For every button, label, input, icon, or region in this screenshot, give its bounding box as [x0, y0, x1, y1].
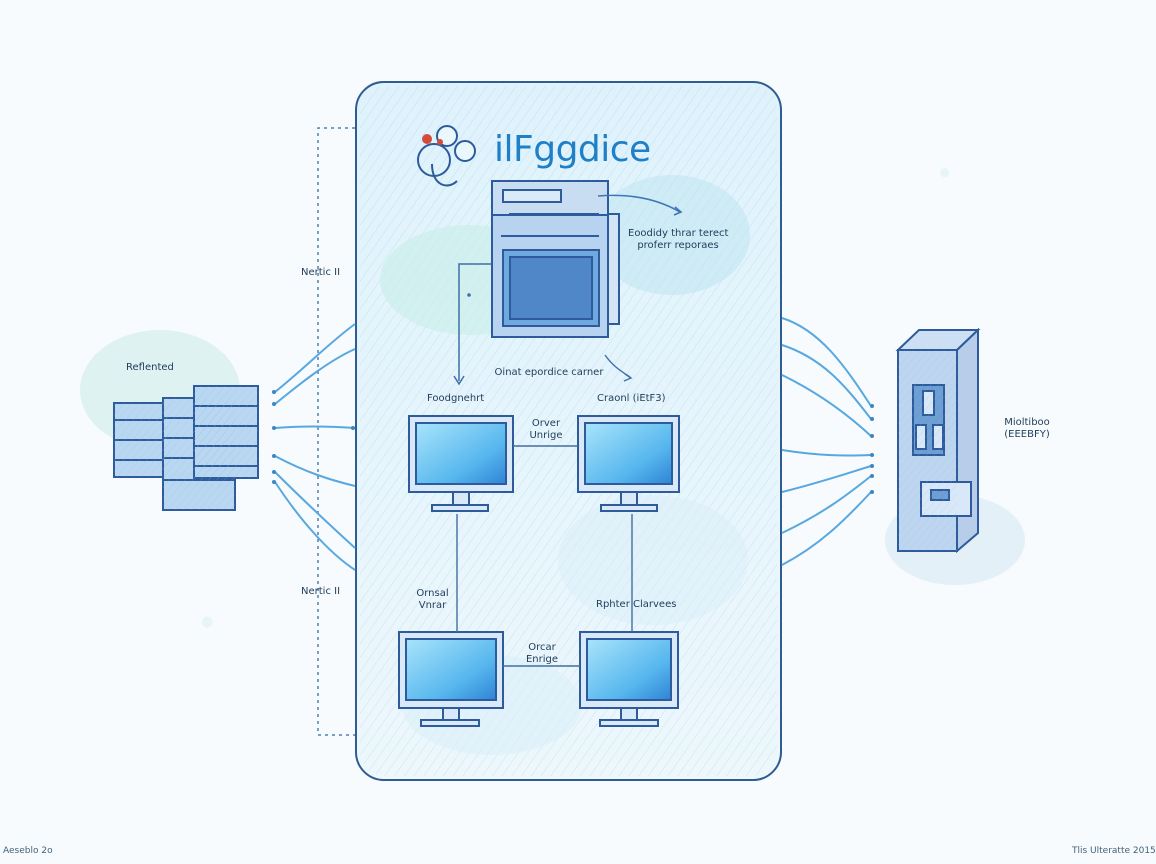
- left-link-1: [274, 323, 356, 393]
- left-top-label: Nertic II: [301, 267, 341, 278]
- monitor-top-right: [577, 415, 680, 512]
- left-link-dots: [272, 390, 355, 484]
- top-note: Eoodidy thrar terect proferr reporaes: [628, 228, 728, 251]
- right-link-4: [781, 449, 872, 457]
- top-link-label-line-2: Unrige: [529, 429, 563, 441]
- brand-name: ilFggdice: [494, 129, 651, 170]
- right-link-dots: [870, 404, 874, 494]
- footer-right: Tlis Ulteratte 2015: [1072, 846, 1156, 856]
- left-link-6: [274, 481, 356, 571]
- central-machine: [491, 180, 620, 338]
- vertical-right-label: Rphter Clarvees: [596, 599, 677, 610]
- bottom-link-label-line-2: Enrige: [525, 653, 559, 665]
- left-server-1-hatch: [114, 403, 170, 477]
- monitor-bottom-left: [398, 631, 504, 727]
- right-links: [781, 317, 872, 566]
- bottom-link-label-line-1: Orcar: [528, 642, 556, 653]
- right-device-label: Mioltiboo (EEEBFY): [992, 417, 1062, 440]
- right-device-label-line-2: (EEEBFY): [1004, 428, 1050, 440]
- left-bracket: [317, 127, 355, 736]
- monitor-links: [456, 445, 633, 667]
- right-server-hatch: [898, 350, 957, 551]
- monitor-bottom-right: [579, 631, 679, 727]
- machine-arrow: [597, 194, 681, 213]
- left-link-3: [274, 425, 356, 429]
- left-link-5: [274, 471, 356, 549]
- right-link-2: [781, 344, 872, 420]
- right-link-5: [781, 465, 872, 493]
- top-link-label: Orver Unrige: [521, 418, 571, 441]
- right-link-7: [781, 491, 872, 566]
- right-link-6: [781, 475, 872, 534]
- vertical-left-label-line-1: Ornsal: [416, 588, 449, 599]
- left-server-3-hatch: [194, 386, 258, 478]
- brand-logo-icon: [417, 125, 476, 187]
- left-link-2: [274, 348, 356, 405]
- left-group-label: Reflented: [126, 362, 174, 373]
- center-caption: Oinat epordice carner: [494, 367, 604, 378]
- monitor-top-left: [408, 415, 514, 512]
- top-note-line-1: Eoodidy thrar terect: [628, 228, 729, 239]
- right-link-3: [781, 374, 872, 437]
- vertical-left-label: Ornsal Vnrar: [410, 588, 455, 611]
- right-device-label-line-1: Mioltiboo: [1004, 417, 1050, 428]
- left-bottom-label: Nertic II: [301, 586, 341, 597]
- footer-left: Aeseblo 2o: [3, 846, 53, 856]
- left-links: [274, 323, 356, 571]
- top-note-line-2: proferr reporaes: [637, 239, 719, 251]
- top-link-label-line-1: Orver: [531, 418, 561, 429]
- monitor-top-left-label: Foodgnehrt: [427, 393, 485, 404]
- center-wash-right: [594, 175, 750, 295]
- right-link-1: [781, 317, 872, 407]
- vertical-left-label-line-2: Vnrar: [418, 599, 447, 611]
- center-wash-bottom-right: [558, 495, 748, 625]
- left-link-4: [274, 455, 356, 487]
- machine-left-connector: [458, 263, 492, 381]
- monitor-top-right-label: Craonl (iEtF3): [597, 393, 666, 404]
- bottom-link-label: Orcar Enrige: [517, 642, 567, 665]
